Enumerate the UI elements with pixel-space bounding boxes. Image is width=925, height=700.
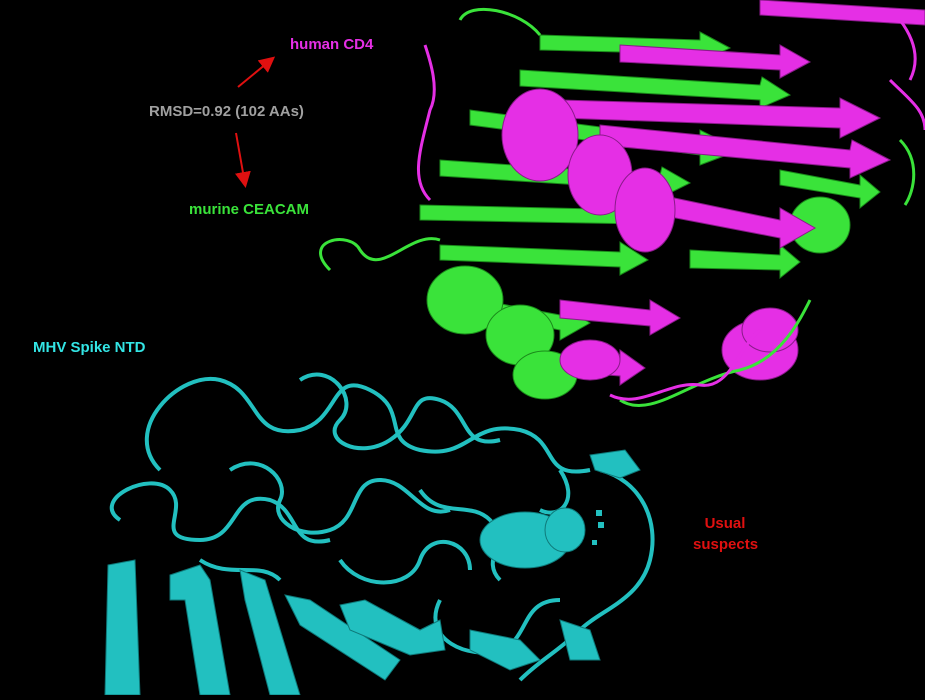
- label-murine-ceacam: murine CEACAM: [189, 201, 310, 218]
- superposed-domain: [319, 0, 925, 407]
- label-usual-line1: Usual: [704, 515, 746, 532]
- label-human-cd4: human CD4: [290, 36, 374, 53]
- label-mhv-spike-ntd: MHV Spike NTD: [33, 339, 146, 356]
- label-usual-line2: suspects: [693, 536, 759, 553]
- label-usual-suspects: Usual suspects: [693, 513, 759, 555]
- arrow-to-ceacam: [235, 132, 251, 188]
- arrow-to-cd4: [237, 56, 276, 88]
- label-rmsd: RMSD=0.92 (102 AAs): [149, 103, 304, 120]
- ntd-structure: [104, 372, 655, 696]
